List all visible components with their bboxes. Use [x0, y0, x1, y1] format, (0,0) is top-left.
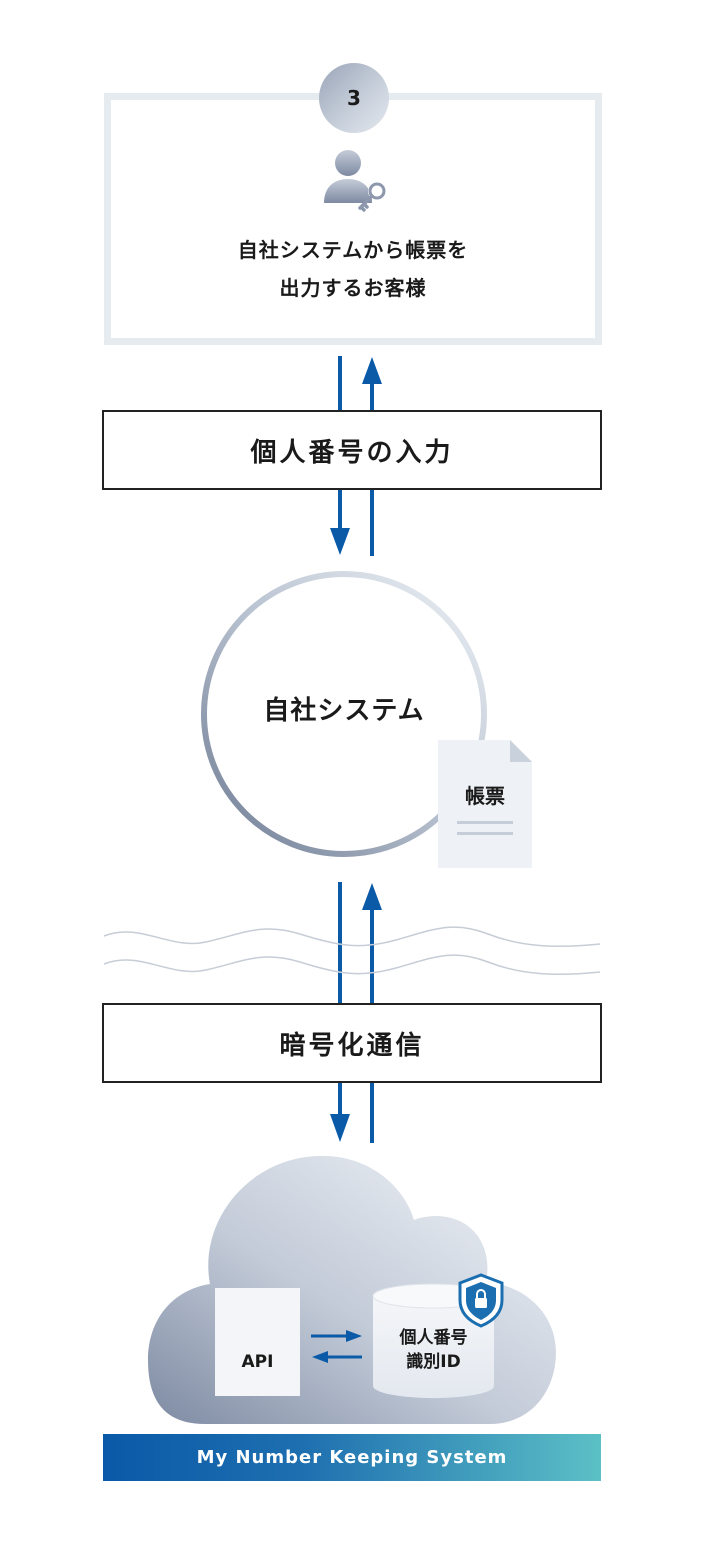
- user-key-icon: [324, 150, 386, 212]
- database-label: 個人番号 識別ID: [373, 1326, 494, 1374]
- database-label-line1: 個人番号: [399, 1328, 468, 1348]
- input-label: 個人番号の入力: [250, 437, 454, 468]
- api-to-db-arrow: [311, 1330, 362, 1342]
- system-name: My Number Keeping System: [196, 1447, 508, 1468]
- document-icon: [438, 740, 532, 868]
- encrypted-label-box: 暗号化通信: [102, 1003, 602, 1083]
- step-number: 3: [347, 86, 361, 110]
- document-label: 帳票: [465, 784, 505, 808]
- system-circle: [201, 571, 487, 857]
- step-description-line2: 出力するお客様: [279, 276, 427, 300]
- system-name-banner: My Number Keeping System: [103, 1434, 601, 1481]
- step-number-badge: 3: [319, 63, 389, 133]
- input-label-box: 個人番号の入力: [102, 410, 602, 490]
- api-box: [215, 1288, 300, 1396]
- system-label: 自社システム: [263, 696, 425, 726]
- api-label: API: [241, 1352, 274, 1372]
- shield-lock-icon: [458, 1273, 504, 1328]
- encrypted-label: 暗号化通信: [279, 1030, 425, 1061]
- step-description-line1: 自社システムから帳票を: [237, 238, 469, 262]
- wave-decoration: [103, 926, 601, 976]
- step-box: [104, 93, 602, 345]
- database-label-line2: 識別ID: [406, 1352, 461, 1372]
- db-to-api-arrow: [312, 1351, 362, 1363]
